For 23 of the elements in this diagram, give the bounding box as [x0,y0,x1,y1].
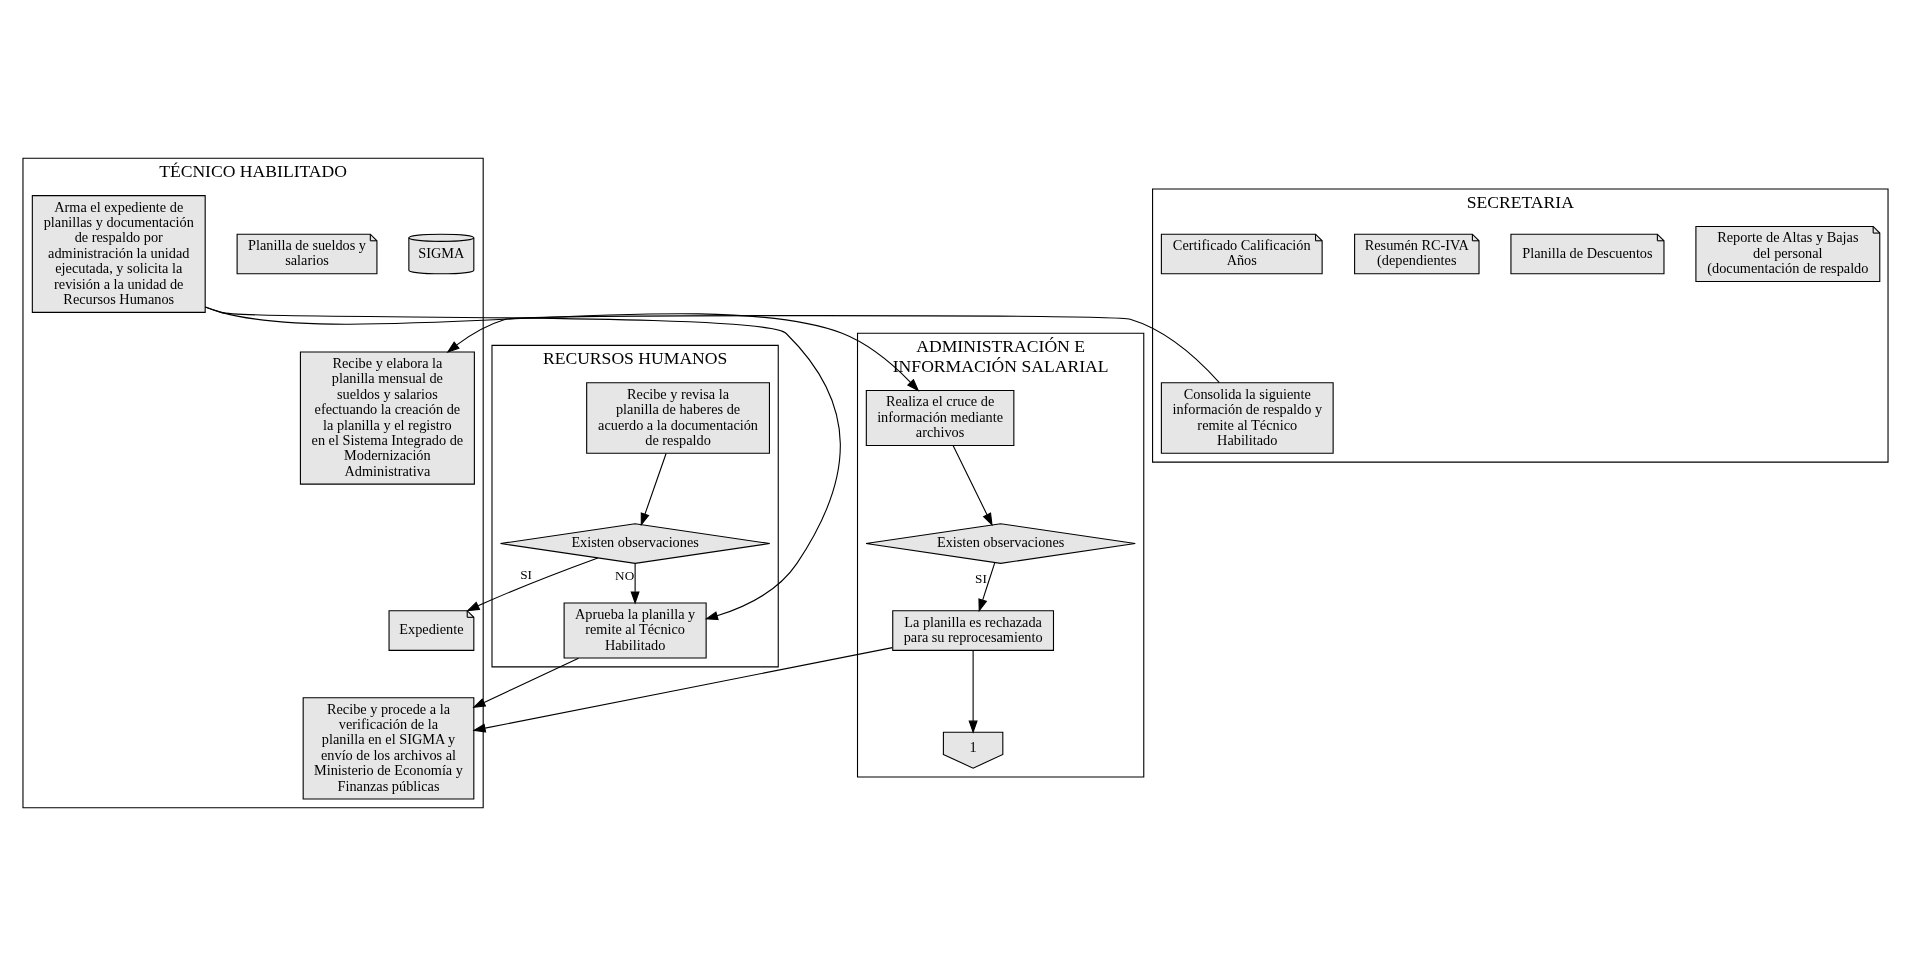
edge-label: SI [519,567,532,583]
arrow [952,445,993,527]
node-box: Recibe y procede a la verificación de la planilla en el SIGMA y envío de los archivos al Ministerio de Economía y Finanzas públicas [302,697,474,800]
arrow [977,562,995,613]
node-box: Realiza el cruce de información mediante archivos [865,389,1014,447]
arrow [630,562,640,605]
node-box: Arma el expediente de planillas y documentación de respaldo por administración la unidad ejecutada, y solicita la revisión a la unidad de Recursos Humanos [31,195,206,313]
edge-label: NO [614,567,634,583]
node-diamond: Existen observaciones [499,523,770,564]
arrow [968,650,978,734]
node-box: Recibe y revisa la planilla de haberes de acuerdo a la documentación de respaldo [585,382,770,454]
edge-label: SI [974,570,987,586]
arrow [204,306,919,392]
node-box: La planilla es rechazada para su reprocesamiento [891,610,1054,651]
arrow [465,557,598,612]
arrow [471,657,579,708]
node-box: Aprueba la planilla y remite al Técnico Habilitado [563,602,707,659]
node-box: Consolida la siguiente información de respaldo y remite al Técnico Habilitado [1160,382,1334,454]
arrow [471,647,893,733]
node-box: Recibe y elabora la planilla mensual de sueldos y salarios efectuando la creación de la planilla y el registro en el Sistema Integrado de Modernización Administrativa [299,351,475,485]
node-diamond: Existen observaciones [864,523,1136,564]
arrow [640,452,667,527]
arrow [446,315,1220,384]
